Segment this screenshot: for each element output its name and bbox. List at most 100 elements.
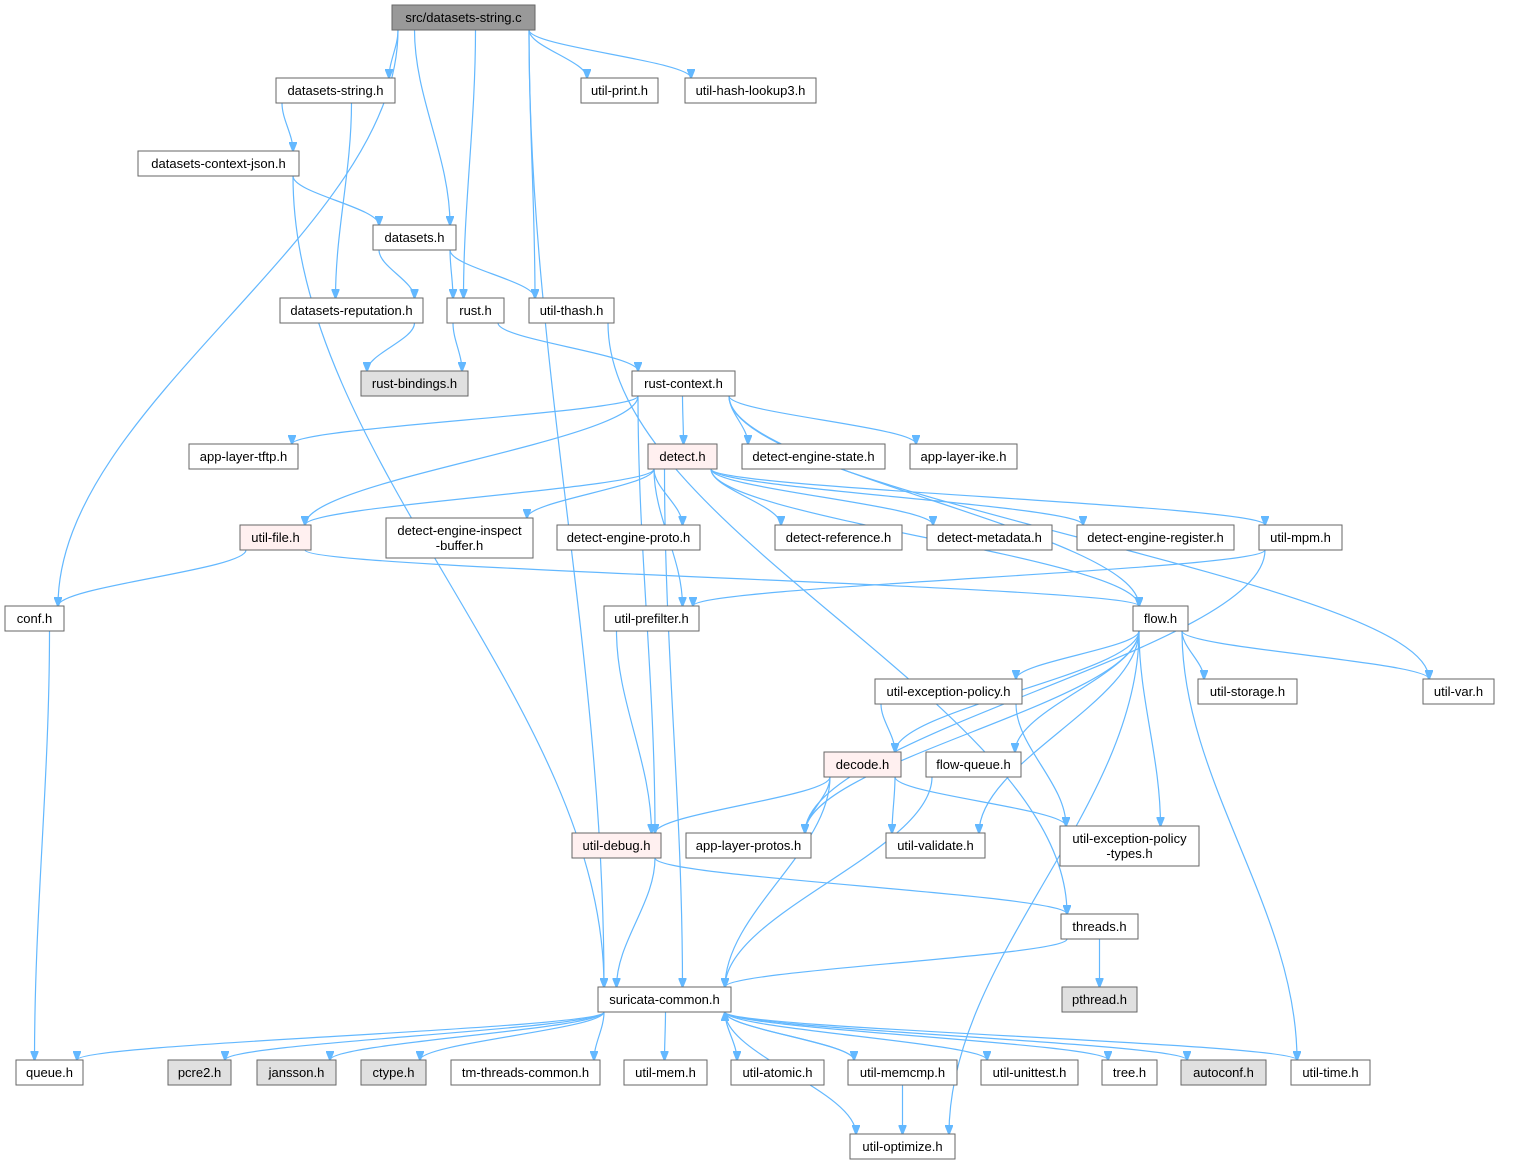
node-jansson[interactable]: jansson.h (256, 1059, 337, 1086)
edge-root-to-rust (464, 29, 477, 298)
node-uval[interactable]: util-validate.h (885, 832, 986, 859)
node-pcre2[interactable]: pcre2.h (167, 1059, 232, 1086)
node-uunit[interactable]: util-unittest.h (980, 1059, 1079, 1086)
node-tree[interactable]: tree.h (1101, 1059, 1158, 1086)
node-label: datasets-reputation.h (290, 303, 412, 318)
node-label: detect-engine-register.h (1087, 530, 1224, 545)
node-autoconf[interactable]: autoconf.h (1180, 1059, 1267, 1086)
edge-sc-to-pcre2 (225, 1011, 605, 1060)
node-rc[interactable]: rust-context.h (631, 370, 736, 397)
edge-decode-to-alp (805, 776, 831, 833)
node-uatom[interactable]: util-atomic.h (730, 1059, 825, 1086)
node-dep[interactable]: detect-engine-proto.h (556, 524, 701, 551)
edge-sc-to-autoconf (724, 1011, 1187, 1060)
node-upre[interactable]: util-prefilter.h (603, 605, 700, 632)
node-label: pcre2.h (178, 1065, 221, 1080)
node-box (137, 150, 300, 177)
node-umemcmp[interactable]: util-memcmp.h (847, 1059, 958, 1086)
edge-detect-to-dmeta (710, 468, 933, 525)
node-label: src/datasets-string.c (405, 10, 522, 25)
node-box (528, 297, 615, 324)
node-label: -types.h (1106, 846, 1152, 861)
node-uhash[interactable]: util-hash-lookup3.h (684, 77, 817, 104)
node-label: app-layer-protos.h (696, 838, 802, 853)
edge-rc-to-ufile (305, 395, 639, 525)
node-label: rust-bindings.h (372, 376, 457, 391)
node-dmeta[interactable]: detect-metadata.h (926, 524, 1053, 551)
edge-detect-to-dep (653, 468, 683, 525)
node-dreg[interactable]: detect-engine-register.h (1076, 524, 1235, 551)
edge-dsh-to-dcj (281, 102, 293, 151)
node-decode[interactable]: decode.h (823, 751, 902, 778)
edge-fq-to-sc (725, 776, 933, 987)
node-label: datasets-string.h (287, 83, 383, 98)
node-root: src/datasets-string.c (391, 4, 536, 31)
edge-root-to-uprint (528, 29, 587, 78)
node-detect[interactable]: detect.h (647, 443, 718, 470)
node-label: detect-engine-proto.h (567, 530, 691, 545)
node-ctype[interactable]: ctype.h (360, 1059, 427, 1086)
node-box (446, 297, 505, 324)
node-label: tree.h (1113, 1065, 1146, 1080)
node-label: util-hash-lookup3.h (696, 83, 806, 98)
node-ds[interactable]: datasets.h (372, 224, 457, 251)
node-box (631, 370, 736, 397)
node-uopt[interactable]: util-optimize.h (849, 1133, 956, 1160)
edge-detect-to-umpm (710, 468, 1265, 525)
node-label: suricata-common.h (609, 992, 720, 1007)
node-tftp[interactable]: app-layer-tftp.h (188, 443, 299, 470)
node-queue[interactable]: queue.h (15, 1059, 84, 1086)
node-deib[interactable]: detect-engine-inspect-buffer.h (385, 517, 534, 559)
node-ufile[interactable]: util-file.h (239, 524, 312, 551)
node-label: jansson.h (268, 1065, 325, 1080)
node-box (385, 517, 534, 559)
node-uexp[interactable]: util-exception-policy.h (874, 678, 1023, 705)
node-utime[interactable]: util-time.h (1290, 1059, 1371, 1086)
node-box (685, 832, 812, 859)
node-umem[interactable]: util-mem.h (623, 1059, 708, 1086)
node-uthash[interactable]: util-thash.h (528, 297, 615, 324)
node-dsh[interactable]: datasets-string.h (275, 77, 396, 104)
edge-rc-to-detect (683, 395, 684, 444)
node-fq[interactable]: flow-queue.h (925, 751, 1022, 778)
edge-flow-to-uept (1138, 630, 1161, 826)
node-uvar[interactable]: util-var.h (1422, 678, 1495, 705)
node-threads[interactable]: threads.h (1060, 913, 1139, 940)
node-label: util-var.h (1434, 684, 1483, 699)
node-umpm[interactable]: util-mpm.h (1258, 524, 1343, 551)
node-alp[interactable]: app-layer-protos.h (685, 832, 812, 859)
node-label: util-memcmp.h (860, 1065, 945, 1080)
node-flow[interactable]: flow.h (1132, 605, 1189, 632)
node-label: detect-metadata.h (937, 530, 1042, 545)
node-rust[interactable]: rust.h (446, 297, 505, 324)
node-label: detect-engine-inspect (397, 523, 522, 538)
node-tmtc[interactable]: tm-threads-common.h (450, 1059, 601, 1086)
node-conf[interactable]: conf.h (4, 605, 65, 632)
node-box (774, 524, 903, 551)
edge-flow-to-uexp (1016, 630, 1140, 679)
node-box (741, 443, 886, 470)
node-label: app-layer-ike.h (921, 449, 1007, 464)
node-label: util-storage.h (1210, 684, 1285, 699)
node-rb[interactable]: rust-bindings.h (360, 370, 469, 397)
node-pthread[interactable]: pthread.h (1061, 986, 1138, 1013)
node-uprint[interactable]: util-print.h (580, 77, 659, 104)
edge-threads-to-sc (725, 938, 1068, 987)
node-ike[interactable]: app-layer-ike.h (909, 443, 1018, 470)
node-box (571, 832, 662, 859)
node-label: util-debug.h (583, 838, 651, 853)
node-des[interactable]: detect-engine-state.h (741, 443, 886, 470)
node-label: detect-reference.h (786, 530, 892, 545)
node-box (603, 605, 700, 632)
node-dref[interactable]: detect-reference.h (774, 524, 903, 551)
node-box (1060, 913, 1139, 940)
node-uept[interactable]: util-exception-policy-types.h (1059, 825, 1200, 867)
node-label: flow.h (1144, 611, 1177, 626)
node-dcj[interactable]: datasets-context-json.h (137, 150, 300, 177)
edge-sc-to-tmtc (594, 1011, 605, 1060)
node-drep[interactable]: datasets-reputation.h (279, 297, 424, 324)
node-udebug[interactable]: util-debug.h (571, 832, 662, 859)
node-ustor[interactable]: util-storage.h (1197, 678, 1298, 705)
node-sc[interactable]: suricata-common.h (597, 986, 732, 1013)
